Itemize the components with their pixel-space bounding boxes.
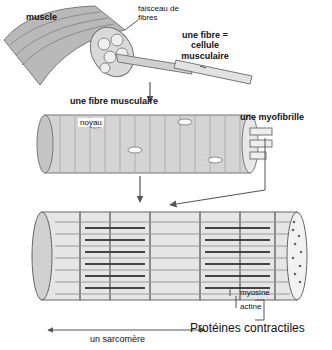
dimension-label: un sarcomère bbox=[90, 334, 145, 344]
part-label: muscle bbox=[26, 12, 57, 22]
part-label: noyau bbox=[78, 118, 104, 127]
myofibril-drawing bbox=[32, 212, 307, 330]
group-label: Protéines contractiles bbox=[190, 322, 305, 336]
protein-label: actine bbox=[240, 302, 261, 311]
muscle-drawing bbox=[4, 6, 252, 102]
part-label: faisceau de fibres bbox=[138, 4, 188, 22]
part-label: une myofibrille bbox=[240, 112, 304, 122]
part-label: une fibre = cellule musculaire bbox=[172, 30, 238, 61]
part-label: une fibre musculaire bbox=[70, 96, 158, 106]
protein-label: myosine bbox=[240, 288, 270, 297]
fibre-drawing bbox=[37, 115, 272, 205]
